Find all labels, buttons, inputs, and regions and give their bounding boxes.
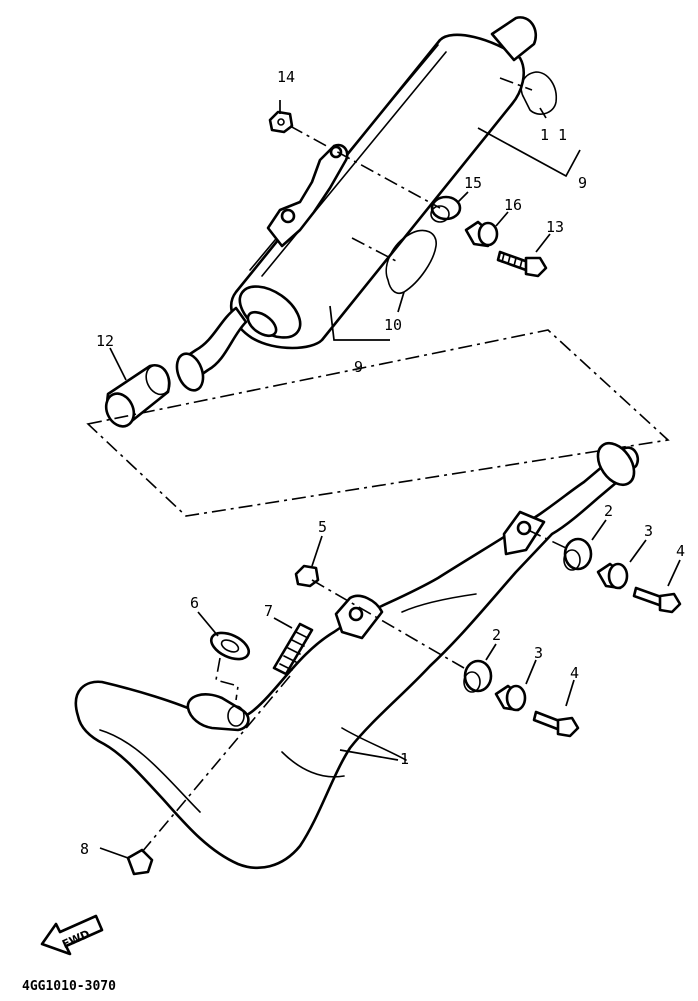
callout-6: 6: [190, 594, 199, 612]
callout-1: 1: [400, 750, 409, 768]
callout-9-lower: 9: [354, 358, 363, 376]
callout-11: 1 1: [540, 126, 567, 144]
callout-12: 12: [96, 332, 114, 350]
callout-5: 5: [318, 518, 327, 536]
nut-14: [268, 110, 294, 134]
gasket-6: [209, 631, 251, 661]
muffler-hardware: [104, 110, 548, 428]
callout-2-upper: 2: [604, 502, 613, 520]
muffler-guides: [86, 77, 670, 517]
callout-4-lower: 4: [570, 664, 579, 682]
flange: [186, 693, 250, 732]
callout-8: 8: [80, 840, 89, 858]
callout-4-upper: 4: [676, 542, 685, 560]
fwd-arrow-icon: FWD: [40, 914, 104, 956]
muffler-assembly: [175, 16, 558, 392]
callout-14: 14: [277, 68, 295, 86]
callouts: 14 15 16 13 1 1 9 10 9 12 5 6 7 8 2 3 4 …: [80, 68, 685, 858]
callout-10: 10: [384, 316, 402, 334]
callout-2-lower: 2: [492, 626, 501, 644]
exhaust-hardware: [126, 537, 682, 876]
exhaust-pipe: [74, 441, 640, 870]
callout-3-lower: 3: [534, 644, 543, 662]
callout-9-upper: 9: [578, 174, 587, 192]
nut-5: [294, 564, 320, 588]
callout-15: 15: [464, 174, 482, 192]
label-plate-10: [385, 229, 437, 295]
callout-16: 16: [504, 196, 522, 214]
stud-7: [272, 622, 314, 676]
bracket-hole: [329, 145, 343, 159]
document-number: 4GG1010-3070: [22, 979, 116, 994]
exhaust-guides: [99, 519, 681, 859]
label-plate-11: [520, 71, 558, 115]
nut-8: [126, 848, 154, 876]
callout-7: 7: [264, 602, 273, 620]
callout-13: 13: [546, 218, 564, 236]
bracket-hole: [280, 208, 296, 224]
callout-3-upper: 3: [644, 522, 653, 540]
